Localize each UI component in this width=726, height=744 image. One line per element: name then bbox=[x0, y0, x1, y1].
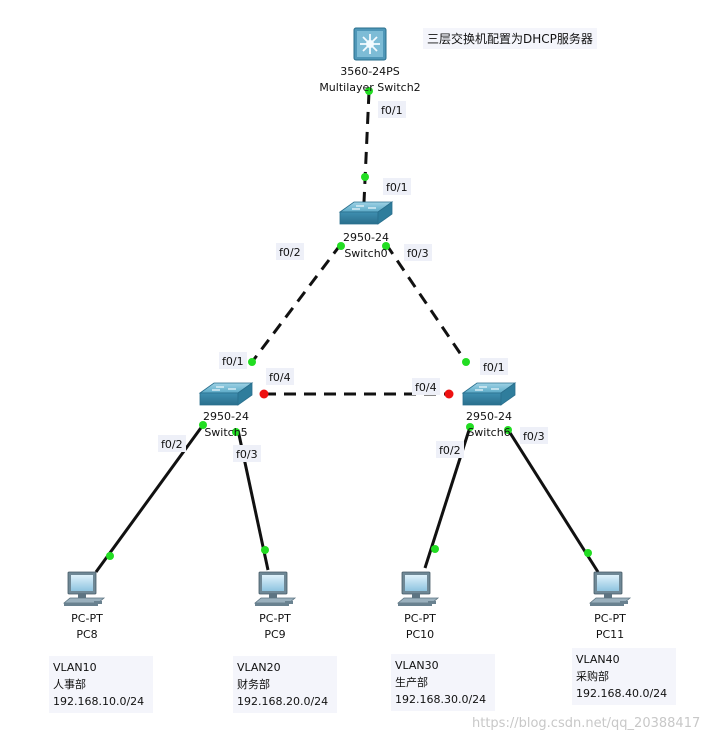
port-label: f0/3 bbox=[236, 448, 258, 461]
link-ms2-sw0 bbox=[362, 91, 371, 203]
vlan-box-10: VLAN10 人事部 192.168.10.0/24 bbox=[49, 656, 153, 713]
port-led-up bbox=[382, 242, 390, 250]
device-model: PC-PT bbox=[259, 612, 291, 625]
link-sw6-pc11 bbox=[505, 427, 600, 573]
pc-icon[interactable] bbox=[63, 571, 105, 607]
device-model: PC-PT bbox=[404, 612, 436, 625]
vlan-box-40: VLAN40 采购部 192.168.40.0/24 bbox=[572, 648, 676, 705]
link-sw0-sw5 bbox=[250, 243, 343, 363]
port-led-up bbox=[337, 242, 345, 250]
switch-icon[interactable] bbox=[462, 382, 516, 406]
port-led-up bbox=[232, 428, 240, 436]
port-led-up bbox=[248, 358, 256, 366]
device-model: 2950-24 bbox=[203, 410, 249, 423]
vlan-subnet: 192.168.40.0/24 bbox=[576, 687, 668, 700]
device-model: 3560-24PS bbox=[340, 65, 400, 78]
vlan-id: VLAN40 bbox=[576, 653, 620, 666]
vlan-id: VLAN10 bbox=[53, 661, 97, 674]
port-label: f0/2 bbox=[279, 246, 301, 259]
port-led-blocked bbox=[444, 389, 454, 399]
port-label: f0/2 bbox=[161, 438, 183, 451]
vlan-dept: 采购部 bbox=[576, 670, 609, 683]
port-leds bbox=[106, 87, 592, 560]
vlan-subnet: 192.168.20.0/24 bbox=[237, 695, 329, 708]
port-led-up bbox=[466, 423, 474, 431]
link-sw5-pc8 bbox=[94, 424, 205, 573]
device-name: PC11 bbox=[596, 628, 624, 641]
vlan-subnet: 192.168.30.0/24 bbox=[395, 693, 487, 706]
device-model: PC-PT bbox=[594, 612, 626, 625]
port-led-up bbox=[584, 549, 592, 557]
port-led-up bbox=[431, 545, 439, 553]
vlan-id: VLAN20 bbox=[237, 661, 281, 674]
port-led-up bbox=[261, 546, 269, 554]
port-label: f0/2 bbox=[439, 444, 461, 457]
vlan-dept: 生产部 bbox=[395, 676, 428, 689]
port-label: f0/3 bbox=[523, 430, 545, 443]
device-name: Switch0 bbox=[344, 247, 387, 260]
vlan-id: VLAN30 bbox=[395, 659, 439, 672]
links bbox=[94, 91, 600, 573]
port-label: f0/4 bbox=[269, 371, 291, 384]
port-label: f0/3 bbox=[407, 247, 429, 260]
port-labels: f0/1 f0/1 f0/2 f0/1 f0/3 f0/1 f0/4 f0/4 … bbox=[158, 101, 548, 462]
vlan-dept: 财务部 bbox=[237, 678, 270, 691]
port-label: f0/1 bbox=[222, 355, 244, 368]
port-label: f0/1 bbox=[386, 181, 408, 194]
device-name: PC8 bbox=[76, 628, 97, 641]
port-led-blocked bbox=[259, 389, 269, 399]
device-name: PC9 bbox=[264, 628, 285, 641]
switch-icon[interactable] bbox=[339, 201, 393, 225]
pc-icon[interactable] bbox=[254, 571, 296, 607]
device-model: PC-PT bbox=[71, 612, 103, 625]
port-label: f0/1 bbox=[381, 104, 403, 117]
device-labels: 3560-24PS Multilayer Switch2 2950-24 Swi… bbox=[71, 65, 626, 641]
port-label: f0/1 bbox=[483, 361, 505, 374]
port-led-up bbox=[504, 426, 512, 434]
device-name: PC10 bbox=[406, 628, 434, 641]
port-led-up bbox=[106, 552, 114, 560]
port-led-up bbox=[199, 421, 207, 429]
vlan-subnet: 192.168.10.0/24 bbox=[53, 695, 145, 708]
diagram-note: 三层交换机配置为DHCP服务器 bbox=[423, 28, 597, 49]
port-led-up bbox=[361, 173, 369, 181]
device-name: Switch5 bbox=[204, 426, 247, 439]
port-led-up bbox=[365, 87, 373, 95]
device-model: 2950-24 bbox=[343, 231, 389, 244]
device-model: 2950-24 bbox=[466, 410, 512, 423]
port-led-up bbox=[462, 358, 470, 366]
link-sw0-sw6 bbox=[384, 243, 468, 363]
vlan-box-20: VLAN20 财务部 192.168.20.0/24 bbox=[233, 656, 337, 713]
device-name: Multilayer Switch2 bbox=[319, 81, 420, 94]
pc-icon[interactable] bbox=[397, 571, 439, 607]
vlan-dept: 人事部 bbox=[53, 678, 86, 691]
port-label: f0/4 bbox=[415, 381, 437, 394]
switch-icon[interactable] bbox=[199, 382, 253, 406]
pc-icon[interactable] bbox=[589, 571, 631, 607]
vlan-box-30: VLAN30 生产部 192.168.30.0/24 bbox=[391, 654, 495, 711]
watermark: https://blog.csdn.net/qq_20388417 bbox=[472, 716, 701, 731]
multilayer-switch-icon[interactable] bbox=[353, 27, 387, 61]
device-name: Switch6 bbox=[467, 426, 510, 439]
